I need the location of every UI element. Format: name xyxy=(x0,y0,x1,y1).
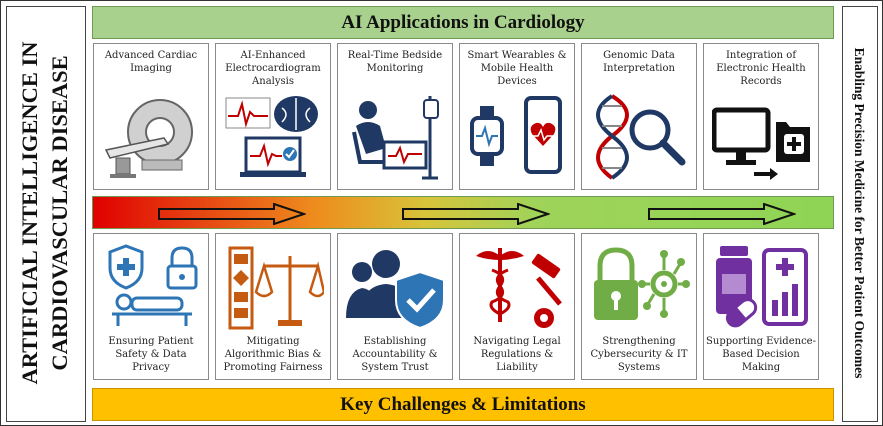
lock-network-icon xyxy=(594,247,690,320)
application-label: Genomic Data Interpretation xyxy=(603,50,675,74)
applications-banner: AI Applications in Cardiology xyxy=(92,6,834,39)
dna-magnifier-icon xyxy=(596,94,686,180)
challenge-label: Strengthening Cybersecurity & IT Systems xyxy=(590,336,688,373)
application-label: AI-Enhanced Electrocardiogram Analysis xyxy=(225,50,321,87)
flow-arrow-icon xyxy=(648,203,796,225)
users-shield-icon xyxy=(346,250,445,330)
left-title: ARTIFICIAL INTELLIGENCE IN CARDIOVASCULA… xyxy=(17,41,72,385)
bedside-monitor-icon xyxy=(352,96,439,180)
application-card-genomic-data: Genomic Data Interpretation xyxy=(581,43,697,190)
application-card-ecg-analysis: AI-Enhanced Electrocardiogram Analysis xyxy=(215,43,331,190)
challenge-card-cybersecurity: Strengthening Cybersecurity & IT Systems xyxy=(581,233,697,380)
application-label: Real-Time Bedside Monitoring xyxy=(347,50,443,74)
progress-gradient-band xyxy=(92,196,834,229)
ct-scanner-icon xyxy=(104,99,193,178)
application-card-ehr-integration: Integration of Electronic Health Records xyxy=(703,43,819,190)
right-title: Enabling Precision Medicine for Better P… xyxy=(852,47,867,379)
application-label: Integration of Electronic Health Records xyxy=(716,50,806,87)
application-card-wearables: Smart Wearables & Mobile Health Devices xyxy=(459,43,575,190)
patient-lock-icon xyxy=(108,244,198,326)
challenges-banner: Key Challenges & Limitations xyxy=(92,388,834,421)
challenge-card-algorithmic-bias: Mitigating Algorithmic Bias & Promoting … xyxy=(215,233,331,380)
challenge-label: Mitigating Algorithmic Bias & Promoting … xyxy=(223,336,323,373)
pills-tablet-icon xyxy=(716,246,808,328)
challenge-label: Navigating Legal Regulations & Liability xyxy=(473,336,561,373)
challenge-label: Ensuring Patient Safety & Data Privacy xyxy=(108,336,194,373)
challenge-label: Supporting Evidence-Based Decision Makin… xyxy=(706,336,816,373)
flow-arrow-icon xyxy=(158,203,306,225)
challenge-label: Establishing Accountability & System Tru… xyxy=(352,336,438,373)
smartwatch-phone-icon xyxy=(470,96,562,174)
challenge-card-legal-regulations: Navigating Legal Regulations & Liability xyxy=(459,233,575,380)
application-card-bedside-monitoring: Real-Time Bedside Monitoring xyxy=(337,43,453,190)
right-title-panel xyxy=(842,6,878,422)
caduceus-gavel-icon xyxy=(476,248,562,328)
flow-arrow-icon xyxy=(402,203,550,225)
application-card-cardiac-imaging: Advanced Cardiac Imaging xyxy=(93,43,209,190)
challenge-card-accountability: Establishing Accountability & System Tru… xyxy=(337,233,453,380)
ecg-brain-laptop-icon xyxy=(225,96,318,177)
left-title-panel xyxy=(6,6,86,422)
challenge-card-evidence-based: Supporting Evidence-Based Decision Makin… xyxy=(703,233,819,380)
flowchart-scales-icon xyxy=(228,246,324,330)
application-label: Smart Wearables & Mobile Health Devices xyxy=(467,50,567,87)
computer-folder-icon xyxy=(712,107,810,180)
application-label: Advanced Cardiac Imaging xyxy=(104,50,198,74)
challenge-card-safety-privacy: Ensuring Patient Safety & Data Privacy xyxy=(93,233,209,380)
